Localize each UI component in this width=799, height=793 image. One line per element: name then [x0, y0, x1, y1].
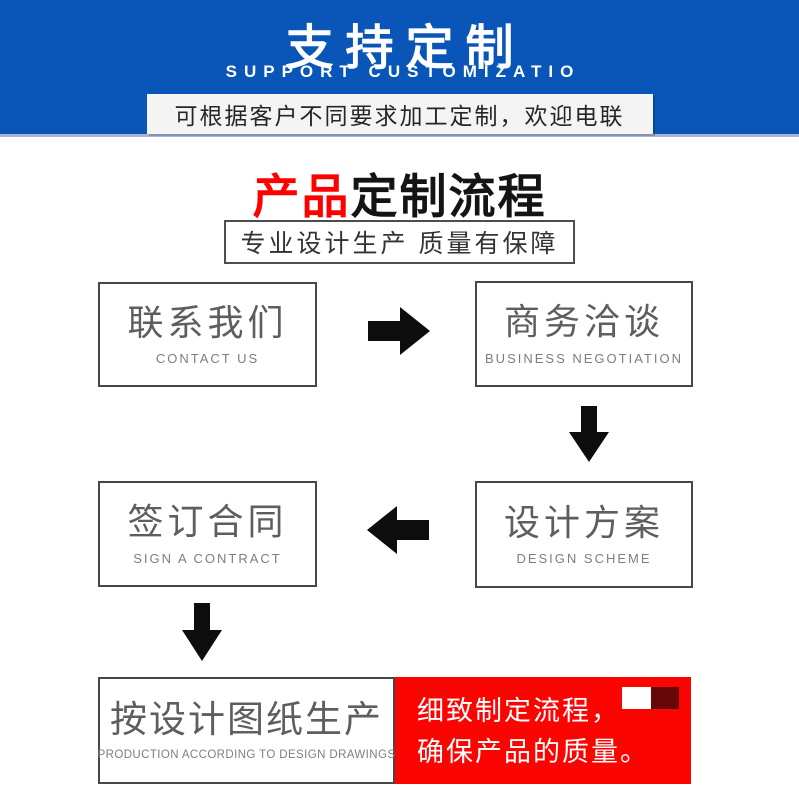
flow-step-design-scheme: 设计方案 DESIGN SCHEME: [475, 481, 693, 588]
quality-note-line1: 细致制定流程，: [417, 696, 620, 726]
section-title: 产品定制流程: [0, 158, 799, 227]
arrow-left-icon: [367, 506, 429, 554]
arrow-down-icon: [182, 603, 222, 661]
flow-step-label-zh: 设计方案: [503, 501, 664, 543]
flow-step-label-en: DESIGN SCHEME: [516, 551, 652, 567]
white-square-icon: [622, 687, 651, 709]
flow-step-label-en: SIGN A CONTRACT: [133, 550, 282, 566]
banner-title: 支持定制: [285, 22, 526, 75]
flow-step-label-zh: 商务洽谈: [503, 301, 664, 343]
flow-step-production: 按设计图纸生产 PRODUCTION ACCORDING TO DESIGN D…: [98, 677, 395, 784]
arrow-down-icon: [569, 406, 609, 462]
note-decoration-squares: [622, 687, 679, 709]
quality-note-text: 细致制定流程， 确保产品的质量。: [417, 691, 649, 773]
arrow-right-icon: [368, 307, 430, 355]
quality-note-line2: 确保产品的质量。: [417, 737, 649, 767]
quality-note-box: 细致制定流程， 确保产品的质量。: [395, 677, 691, 784]
flow-step-label-en: BUSINESS NEGOTIATION: [485, 350, 683, 366]
flow-step-label-zh: 按设计图纸生产: [110, 699, 383, 741]
banner-notice: 可根据客户不同要求加工定制，欢迎电联: [146, 94, 653, 134]
dark-red-square-icon: [651, 687, 679, 709]
flow-step-contact-us: 联系我们 CONTACT US: [98, 282, 317, 387]
tagline-box: 专业设计生产 质量有保障: [223, 220, 576, 264]
flow-step-label-en: PRODUCTION ACCORDING TO DESIGN DRAWINGS: [97, 748, 396, 761]
flow-step-business-negotiation: 商务洽谈 BUSINESS NEGOTIATION: [475, 281, 693, 387]
banner-subtitle: SUPPORT CUSTOMIZATIO: [225, 62, 581, 81]
banner: 支持定制 SUPPORT CUSTOMIZATIO 可根据客户不同要求加工定制，…: [0, 0, 799, 137]
flow-step-label-zh: 签订合同: [127, 501, 288, 543]
section-title-rest: 定制流程: [350, 170, 547, 223]
flow-step-label-en: CONTACT US: [155, 351, 260, 367]
flow-step-label-zh: 联系我们: [127, 301, 288, 343]
flow-step-sign-contract: 签订合同 SIGN A CONTRACT: [98, 481, 317, 587]
section-title-highlight: 产品: [252, 170, 351, 223]
